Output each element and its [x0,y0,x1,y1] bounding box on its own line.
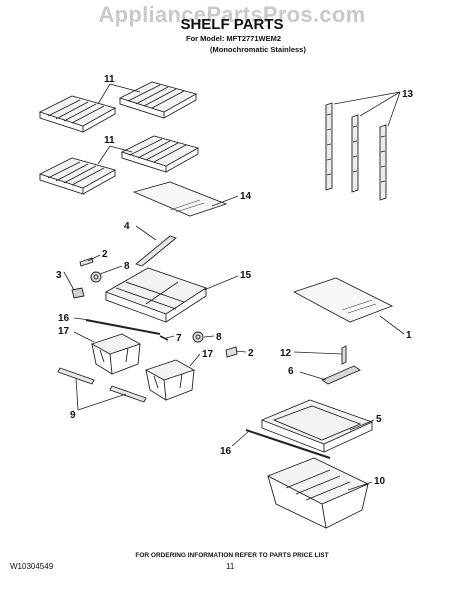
part-11-shelf-bottom-right [120,135,200,173]
callout-12: 12 [280,348,292,359]
part-6-bracket [321,365,361,385]
document-id: W10304549 [10,562,54,571]
part-11-shelf-top-right [118,81,198,119]
part-17-crisper-bin-right [144,359,196,401]
part-1-glass-shelf [292,277,394,323]
callout-16-right: 16 [220,446,232,457]
callout-3: 3 [56,270,62,281]
callout-17-right: 17 [202,349,214,360]
callout-15: 15 [240,270,252,281]
part-12-screw [341,345,347,365]
callout-11-top: 11 [104,74,115,85]
variant-line: (Monochromatic Stainless) [210,45,306,54]
callout-8-left: 8 [124,261,130,272]
part-8-wheel-right [192,331,204,343]
ordering-note: FOR ORDERING INFORMATION REFER TO PARTS … [135,552,329,559]
part-7-screw [159,335,169,341]
callout-9: 9 [70,410,76,421]
part-11-shelf-top-left [38,95,117,133]
callout-1: 1 [406,330,412,341]
callout-10: 10 [374,476,386,487]
callout-17-left: 17 [58,326,70,337]
part-13-shelf-ladders [325,102,387,201]
part-9-slides [57,367,147,403]
part-3-clip [71,287,85,299]
callout-6: 6 [288,366,294,377]
part-15-crisper-frame [104,267,208,323]
page-number: 11 [226,562,235,571]
part-10-drawer [266,457,370,529]
part-2-small-right [225,346,238,358]
callout-7: 7 [176,333,182,344]
part-4-rail [135,235,177,267]
part-8-wheel-left [90,271,102,283]
callout-2-left: 2 [102,249,108,260]
model-line: For Model: MFT2771WEM2 [186,34,282,43]
callout-16-left: 16 [58,313,70,324]
page-title: SHELF PARTS [180,16,284,33]
callout-11-bottom: 11 [104,135,115,146]
part-14-glass-shelf [132,181,228,217]
watermark: AppliancePartsPros.com [98,2,366,27]
callout-14: 14 [240,191,252,202]
callout-4: 4 [124,221,130,232]
part-17-crisper-bin-left [90,333,142,375]
callout-2-right: 2 [248,348,254,359]
part-16-rod-left [85,319,161,335]
callout-13: 13 [402,89,414,100]
callout-5: 5 [376,414,382,425]
part-11-shelf-bottom-left [38,157,117,195]
part-5-drawer-frame [260,399,374,453]
leader-lines [63,83,405,491]
part-16-rod-right [245,429,331,459]
callout-labels: 11 11 13 14 4 2 8 3 15 16 17 7 8 17 2 9 … [56,74,414,487]
callout-8-right: 8 [216,332,222,343]
